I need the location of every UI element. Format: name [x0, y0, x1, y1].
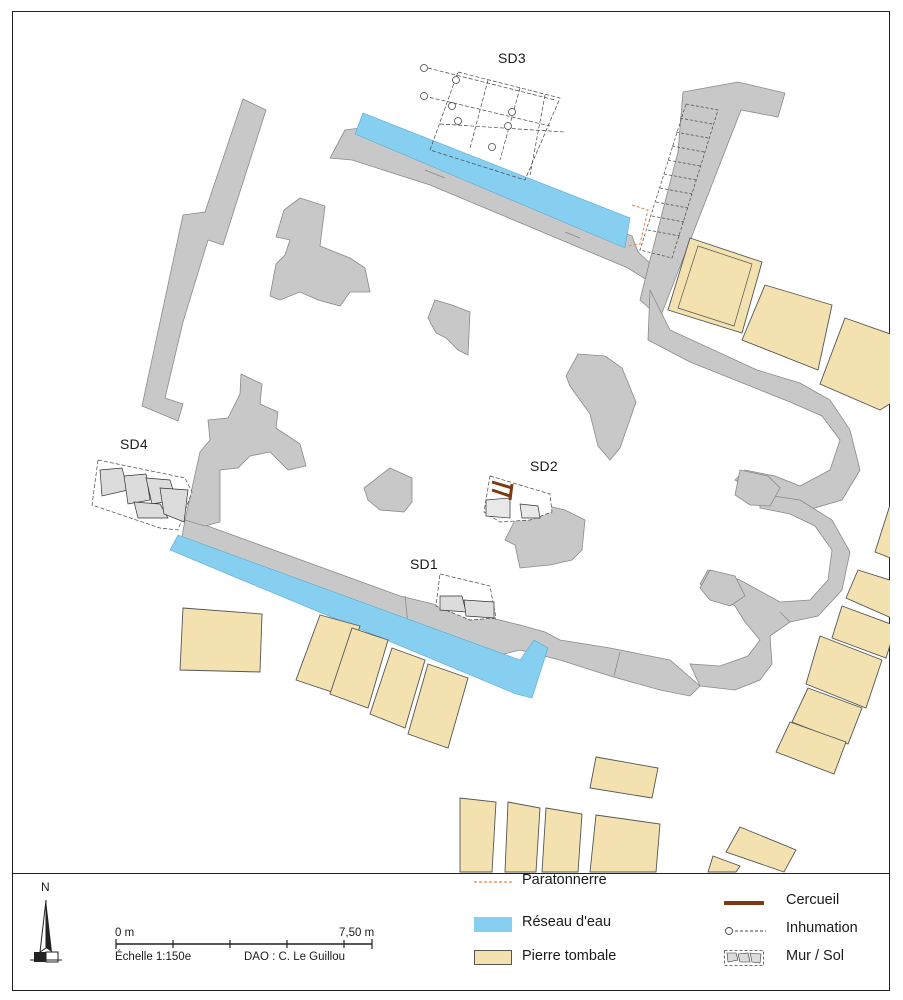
- stair-step: [655, 201, 689, 209]
- tombstone: [845, 569, 890, 618]
- tombstone: [589, 814, 661, 873]
- wall-apse: [647, 289, 861, 511]
- burial-skull: [508, 108, 516, 116]
- tombstone: [791, 687, 863, 745]
- burial-swatch: [725, 927, 766, 935]
- legend-burial: Inhumation: [786, 920, 858, 936]
- lightning-rod-swatch: [474, 881, 512, 883]
- burial-skull: [452, 76, 460, 84]
- scale-start-label: 0 m: [115, 927, 135, 939]
- tombstone: [459, 797, 497, 873]
- label-sd1: SD1: [410, 556, 438, 572]
- scale-end-label: 7,50 m: [339, 927, 375, 939]
- label-sd2: SD2: [530, 458, 558, 474]
- lightning-rod-path: [627, 204, 649, 247]
- wall-north-annex: [639, 81, 786, 319]
- legend-wall-floor: Mur / Sol: [786, 948, 845, 964]
- sd2-trench: [483, 475, 553, 523]
- sd3-trench: [429, 71, 561, 181]
- stair-step: [667, 159, 701, 167]
- tombstone: [741, 284, 833, 371]
- stair-step: [671, 145, 705, 153]
- tombstone: [541, 807, 583, 873]
- legend-tombstone: Pierre tombale: [522, 948, 617, 964]
- burial-skull: [420, 92, 428, 100]
- coffin-mark: [491, 480, 513, 490]
- credit-label: DAO : C. Le Guillou: [244, 951, 345, 963]
- tombstone: [725, 826, 797, 873]
- coffin-mark: [491, 488, 511, 498]
- tombstone: [589, 756, 659, 799]
- stair-step: [659, 187, 693, 195]
- burial-line: [427, 67, 556, 101]
- tombstone: [805, 635, 883, 709]
- coffin-swatch: [724, 901, 764, 905]
- tombstone: [329, 627, 389, 709]
- tombstone: [775, 721, 847, 775]
- north-arrow-icon: [30, 899, 62, 963]
- burial-skull: [488, 143, 496, 151]
- legend-water-network: Réseau d'eau: [522, 914, 612, 930]
- burial-line: [529, 94, 546, 176]
- stair-outline: [639, 103, 719, 259]
- legend-lightning-rod: Paratonnerre: [522, 872, 607, 888]
- tombstone-swatch: [474, 950, 512, 965]
- pier-apse-s: [699, 569, 746, 607]
- pier-nw: [269, 197, 371, 307]
- wall-joint: [613, 651, 621, 677]
- tombstone: [819, 317, 890, 411]
- burial-line: [439, 123, 566, 133]
- tombstone: [407, 663, 469, 749]
- stair-step: [651, 215, 685, 223]
- scale-bar: [115, 939, 373, 949]
- wall-north-nave: [329, 127, 653, 283]
- tombstone: [831, 605, 890, 659]
- map-frame: [12, 11, 890, 991]
- site-plan: [91, 64, 890, 873]
- tombstone: [707, 855, 741, 873]
- pier-sw: [363, 467, 413, 513]
- wall-west-long: [141, 98, 267, 422]
- burial-skull: [504, 122, 512, 130]
- stair-step: [675, 131, 709, 139]
- water-south: [169, 534, 549, 699]
- wall-joint: [564, 231, 581, 239]
- sd1-trench: [435, 573, 497, 621]
- stair-step: [663, 173, 697, 181]
- legend-divider: [12, 873, 890, 874]
- tombstone: [874, 504, 890, 559]
- burial-skull: [448, 102, 456, 110]
- water-network-swatch: [474, 917, 512, 932]
- stair-step: [679, 117, 713, 125]
- tombstone: [504, 801, 541, 873]
- pier-ne: [565, 353, 637, 461]
- water-north: [354, 112, 631, 249]
- wall-joint: [779, 611, 791, 623]
- wall-joint: [424, 169, 446, 179]
- scale-ratio-label: Échelle 1:150e: [115, 951, 192, 963]
- tombstone: [369, 647, 426, 729]
- wall-west-facade: [184, 373, 307, 527]
- burial-skull: [454, 117, 462, 125]
- north-label: N: [41, 880, 50, 894]
- tombstone: [179, 607, 263, 673]
- tombstone-inner: [677, 245, 753, 327]
- coffin-mark: [508, 483, 514, 501]
- burial-skull: [420, 64, 428, 72]
- label-sd3: SD3: [498, 50, 526, 66]
- pier-apse-n: [734, 469, 781, 507]
- pier-n-center: [427, 299, 471, 356]
- stair-step: [647, 229, 681, 237]
- burial-line: [423, 95, 551, 127]
- wall-floor-swatch: [724, 950, 764, 966]
- legend-coffin: Cercueil: [786, 892, 840, 908]
- sd4-trench: [91, 459, 193, 531]
- label-sd4: SD4: [120, 436, 148, 452]
- burial-line: [469, 79, 489, 149]
